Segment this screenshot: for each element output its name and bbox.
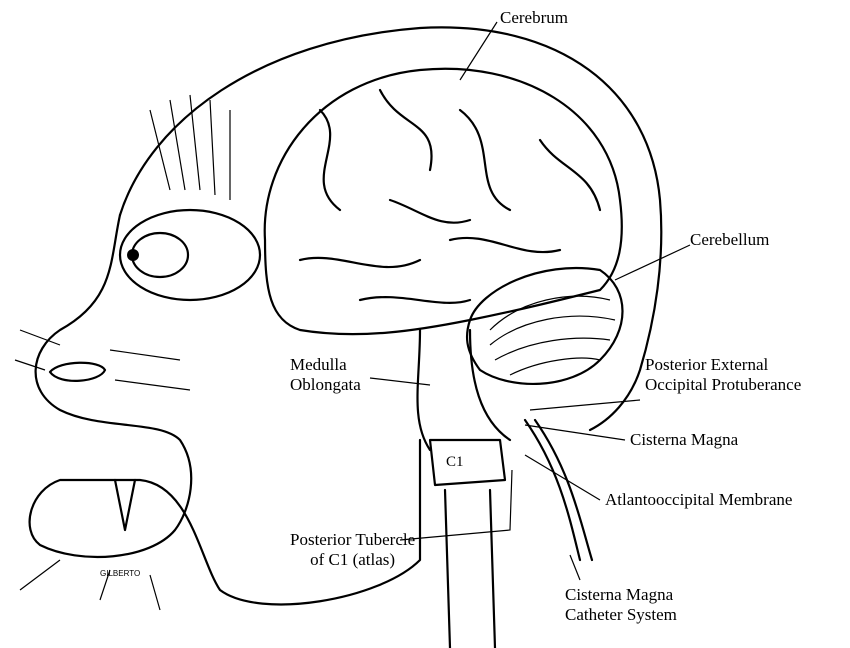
label-protuberance: Posterior External Occipital Protuberanc… <box>645 355 801 395</box>
fang <box>113 478 137 532</box>
spinal-cord <box>443 488 497 648</box>
label-tubercle-line2: of C1 (atlas) <box>310 550 396 569</box>
label-cisterna-magna: Cisterna Magna <box>630 430 739 449</box>
label-c1: C1 <box>446 454 464 470</box>
artist-signature: GILBERTO <box>100 569 141 578</box>
label-medulla: Medulla Oblongata <box>290 355 361 395</box>
label-cerebrum: Cerebrum <box>500 8 568 27</box>
catheter <box>523 418 594 562</box>
label-membrane: Atlantooccipital Membrane <box>605 490 793 509</box>
label-medulla-line1: Medulla <box>290 355 347 374</box>
eye-socket <box>118 208 262 302</box>
cerebrum-outline <box>263 67 623 336</box>
cerebrum-gyri <box>298 88 602 304</box>
label-protuberance-line2: Occipital Protuberance <box>645 375 802 394</box>
label-catheter-line1: Cisterna Magna <box>565 585 674 604</box>
c1-vertebra <box>428 438 507 487</box>
label-cerebellum: Cerebellum <box>690 230 770 249</box>
nostril <box>48 361 107 382</box>
label-catheter-line2: Catheter System <box>565 605 677 624</box>
skull-outline <box>118 26 663 432</box>
leader-lines <box>369 21 691 581</box>
cerebellum-outline <box>465 266 624 385</box>
cerebellum-folia <box>489 295 616 376</box>
eye <box>130 231 190 279</box>
face-outline <box>28 213 422 606</box>
label-protuberance-line1: Posterior External <box>645 355 769 374</box>
label-catheter: Cisterna Magna Catheter System <box>565 585 677 625</box>
fur-lines <box>14 94 231 611</box>
pupil <box>127 249 139 261</box>
label-tubercle: Posterior Tubercle of C1 (atlas) <box>290 530 415 570</box>
medulla <box>416 328 512 452</box>
label-tubercle-line1: Posterior Tubercle <box>290 530 416 549</box>
label-medulla-line2: Oblongata <box>290 375 361 394</box>
